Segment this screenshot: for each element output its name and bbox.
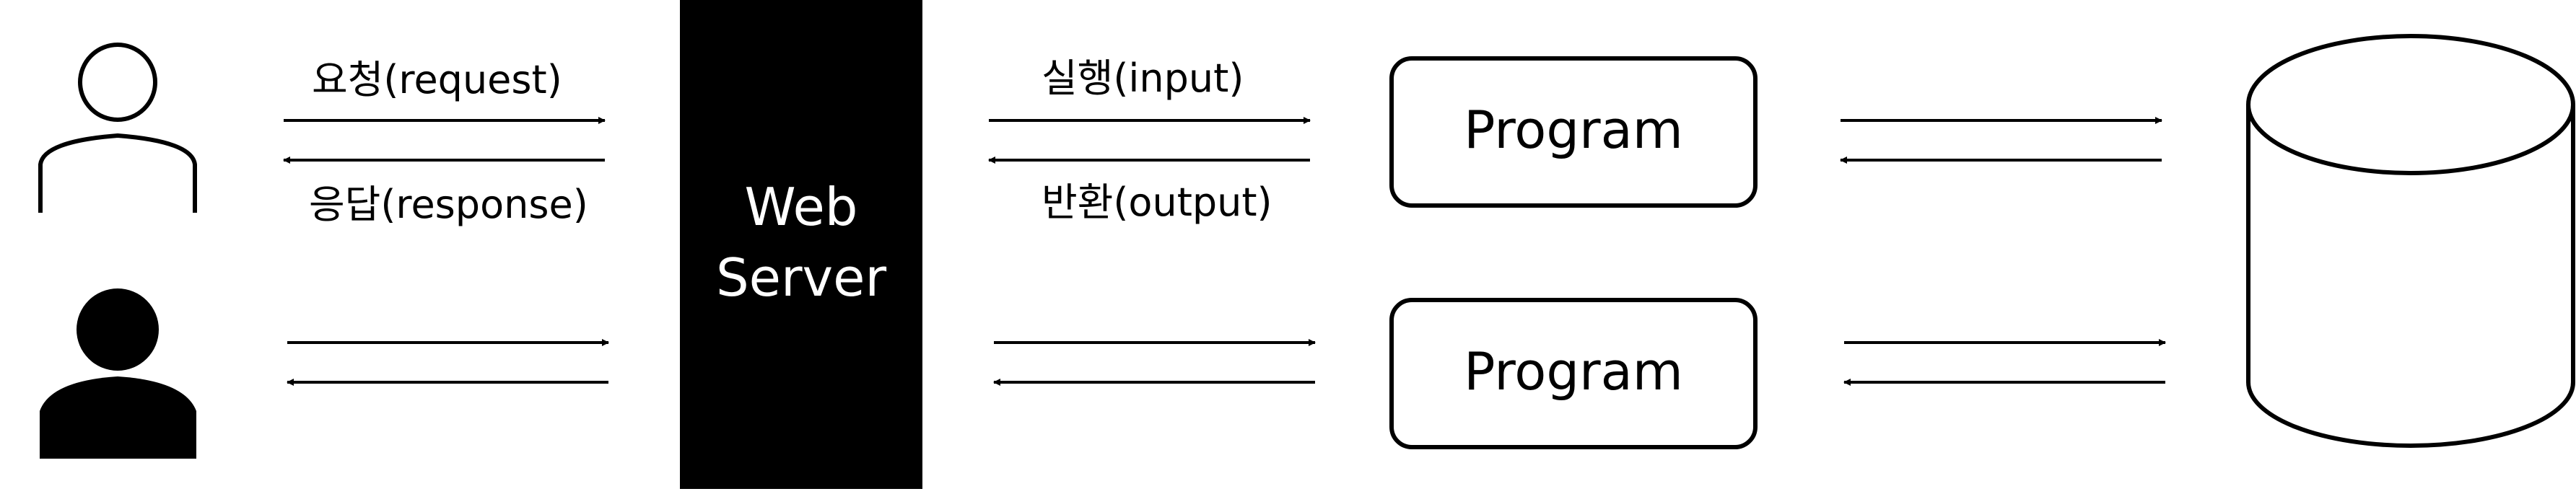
program-label-top: Program [1464, 100, 1683, 160]
web-server-label-line1: Web [745, 177, 858, 237]
web-server-label-line2: Server [716, 247, 887, 308]
program-box-bottom [1389, 298, 1758, 449]
program-box-top [1389, 56, 1758, 208]
input-label: 실행(input) [1042, 56, 1244, 101]
user-outline-icon [38, 43, 197, 213]
program-label-bottom: Program [1464, 341, 1683, 402]
database-cylinder-icon [2246, 34, 2575, 448]
response-label: 응답(response) [309, 182, 588, 227]
user-filled-icon [40, 288, 196, 459]
web-server-box [680, 0, 922, 489]
output-label: 반환(output) [1042, 180, 1272, 225]
request-label: 요청(request) [312, 57, 562, 102]
